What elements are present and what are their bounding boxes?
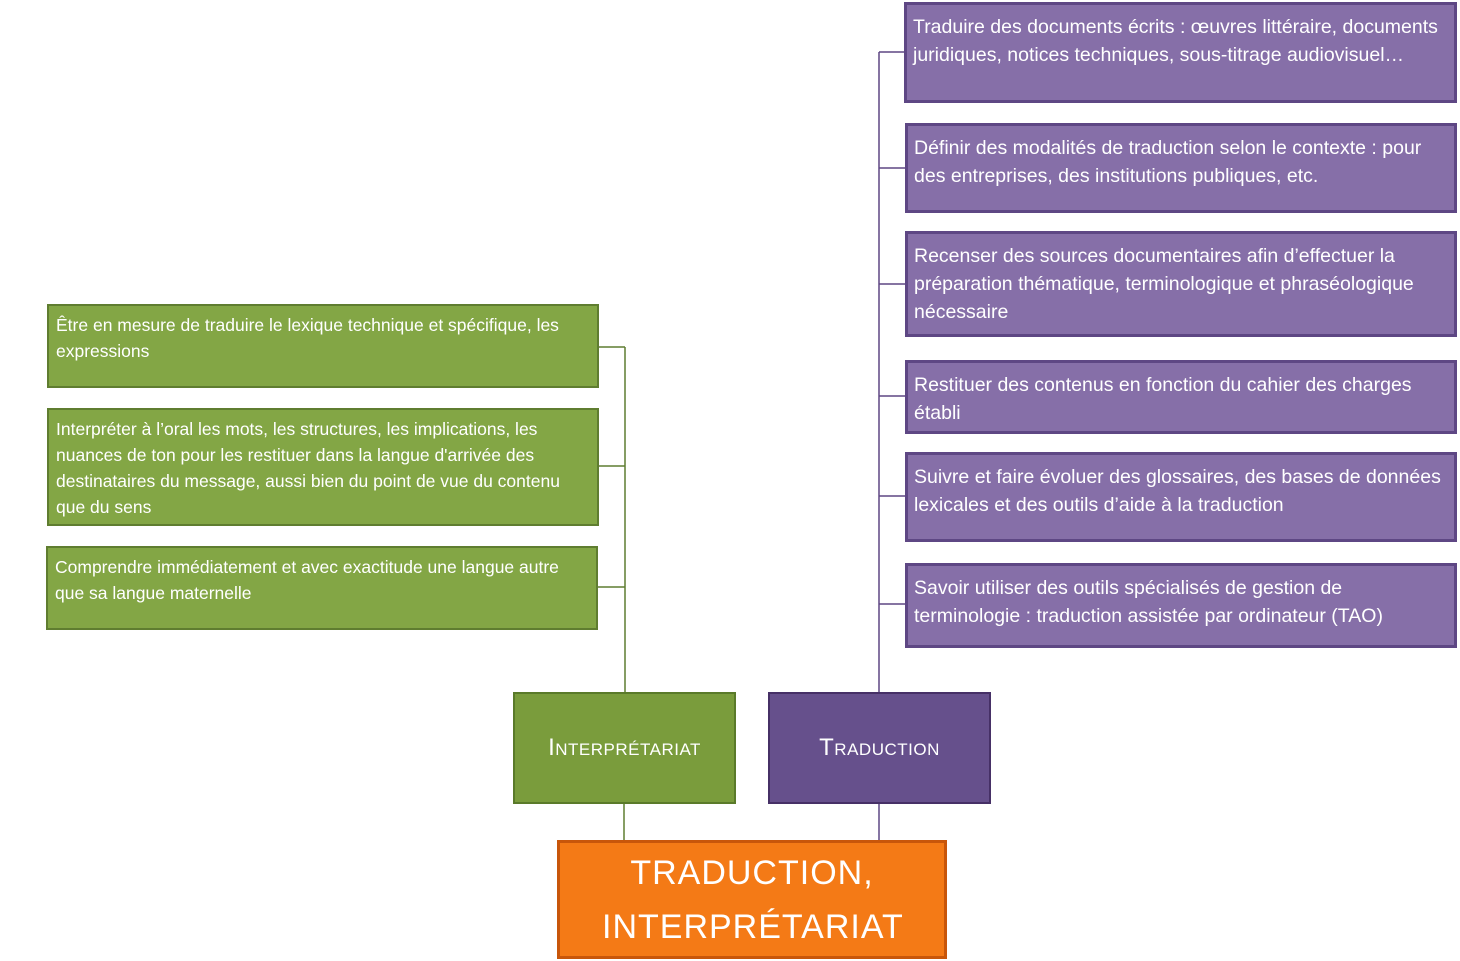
traduction-item: Suivre et faire évoluer des glossaires, …: [905, 452, 1457, 542]
interpretariat-item: Être en mesure de traduire le lexique te…: [47, 304, 599, 388]
traduction-item: Traduire des documents écrits : œuvres l…: [904, 2, 1457, 103]
traduction-item: Savoir utiliser des outils spécialisés d…: [905, 563, 1457, 648]
category-interpretariat-label: Interprétariat: [548, 734, 701, 761]
interpretariat-item: Comprendre immédiatement et avec exactit…: [46, 546, 598, 630]
category-traduction: Traduction: [768, 692, 991, 804]
traduction-item: Définir des modalités de traduction selo…: [905, 123, 1457, 213]
root-node: TRADUCTION, INTERPRÉTARIAT: [557, 840, 947, 959]
category-traduction-label: Traduction: [819, 734, 940, 761]
traduction-item: Recenser des sources documentaires afin …: [905, 231, 1457, 337]
root-title: TRADUCTION, INTERPRÉTARIAT: [602, 853, 904, 946]
traduction-item: Restituer des contenus en fonction du ca…: [905, 360, 1457, 434]
category-interpretariat: Interprétariat: [513, 692, 736, 804]
interpretariat-item: Interpréter à l’oral les mots, les struc…: [47, 408, 599, 526]
